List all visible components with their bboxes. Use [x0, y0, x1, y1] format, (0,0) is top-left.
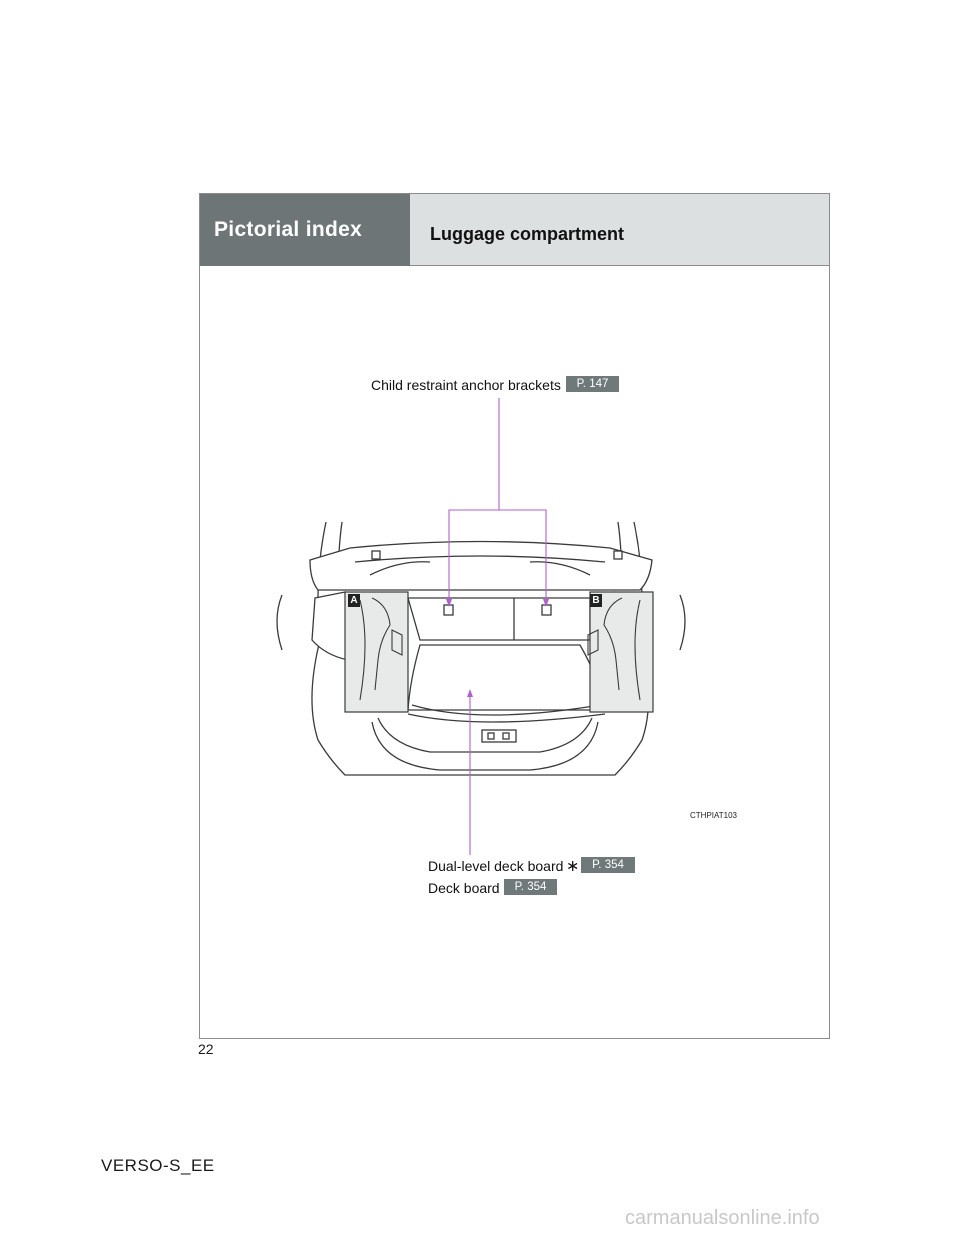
tonneau-cover [309, 540, 653, 591]
page-number: 22 [198, 1041, 214, 1057]
dual-deck-label: Dual-level deck board [428, 858, 564, 874]
seat-backs [407, 597, 591, 641]
section-title: Pictorial index [214, 218, 363, 241]
page-frame: Pictorial index Luggage compartment [199, 193, 830, 1039]
watermark: carmanualsonline.info [625, 1207, 820, 1229]
document-footer: VERSO-S_EE [101, 1156, 215, 1175]
side-panel-a [344, 591, 409, 713]
deck-board-page-ref[interactable]: P. 354 [504, 879, 557, 895]
page-title: Luggage compartment [430, 224, 625, 244]
side-panel-b [589, 591, 654, 713]
child-anchor-page-ref[interactable]: P. 147 [566, 376, 619, 392]
cargo-floor [407, 644, 606, 711]
callout-a: A [348, 594, 360, 607]
leader-anchor-branches [448, 509, 547, 605]
figure-code: CTHPIAT103 [690, 811, 737, 820]
rear-bumper [377, 717, 593, 753]
dual-deck-asterisk: ∗ [566, 858, 580, 875]
section-tab: Pictorial index [200, 194, 410, 266]
dual-deck-page-ref[interactable]: P. 354 [581, 857, 635, 873]
callout-b: B [590, 594, 602, 607]
deck-board-label: Deck board [428, 880, 500, 896]
title-bar: Luggage compartment [410, 194, 829, 266]
child-anchor-label: Child restraint anchor brackets [371, 377, 561, 393]
